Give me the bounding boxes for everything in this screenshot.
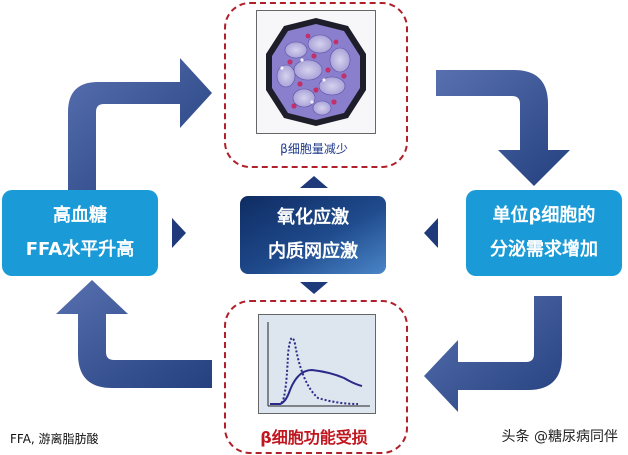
box-stress: 氧化应激 内质网应激	[240, 196, 386, 274]
arrow-left-to-top	[68, 58, 212, 190]
hyperglycemia-line1: 高血糖	[53, 205, 107, 226]
arrow-right-to-bottom	[424, 296, 562, 412]
demand-line2: 分泌需求增加	[490, 239, 598, 260]
dotted-curve	[270, 336, 359, 405]
islet-caption: β细胞量减少	[280, 142, 348, 156]
watermark: 头条 @糖尿病同伴	[501, 429, 618, 445]
islet-frame	[224, 2, 408, 168]
triangle-right-side	[424, 218, 438, 248]
center-box-bg	[240, 196, 386, 274]
function-frame	[224, 300, 408, 454]
box-hyperglycemia: 高血糖 FFA水平升高	[2, 190, 158, 276]
triangle-left-side	[172, 218, 186, 248]
triangle-up	[300, 176, 328, 188]
box-secretion-demand: 单位β细胞的 分泌需求增加	[466, 190, 622, 276]
demand-line1: 单位β细胞的	[492, 205, 596, 226]
arrow-top-to-right	[436, 70, 570, 186]
triangle-down	[300, 282, 328, 294]
secretion-curve-image	[258, 314, 376, 414]
arrow-bottom-to-left	[56, 280, 212, 388]
footnote: FFA, 游离脂肪酸	[10, 432, 99, 446]
stress-line2: 内质网应激	[268, 241, 358, 262]
function-caption: β细胞功能受损	[260, 428, 368, 447]
hyperglycemia-line2: FFA水平升高	[25, 239, 135, 260]
solid-curve	[270, 368, 363, 405]
islet-image	[256, 10, 376, 134]
stress-line1: 氧化应激	[277, 207, 349, 228]
